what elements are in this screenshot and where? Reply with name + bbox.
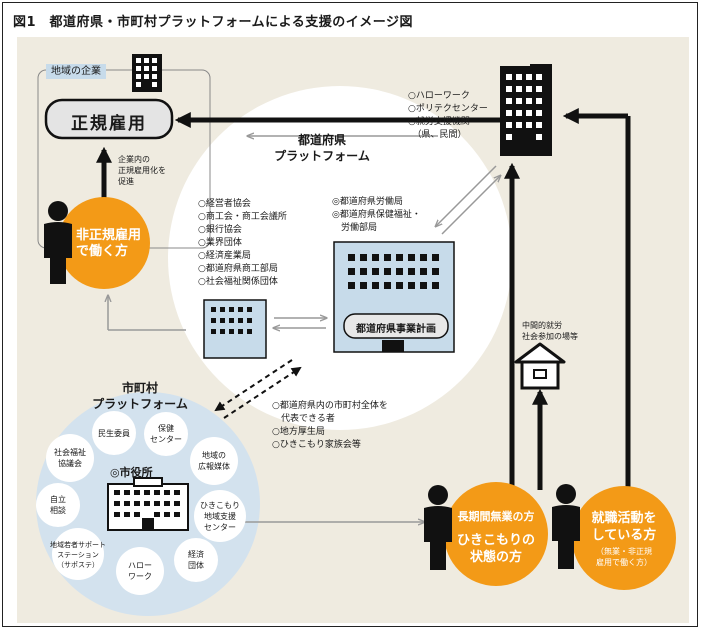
member-circle-saposute [52, 528, 104, 580]
member-label-minsei: 民生委員 [98, 429, 130, 438]
member-circle-jiritsu [36, 483, 80, 527]
jobseeker-note: （無業・非正規 雇用で働く方） [596, 547, 652, 567]
member-circle-hoken [144, 412, 188, 456]
prefecture-lead-list: ◎都道府県労働局 ◎都道府県保健福祉・ 労働部局 [332, 197, 421, 233]
member-label-koho: 地域の広報媒体 [198, 451, 230, 471]
prefecture-member-list: ○経営者協会 ○商工会・商工会議所 ○銀行協会 ○業界団体 ○経済産業局 ○都道… [198, 199, 287, 287]
industry-building-icon [203, 299, 267, 359]
prefecture-platform-title: 都道府県 プラットフォーム [274, 133, 370, 163]
municipality-platform-title: 市町村 プラットフォーム [92, 381, 188, 411]
municipal-representatives: ○都道府県内の市町村全体を 代表できる者 ○地方厚生局 ○ひきこもり家族会等 [272, 401, 388, 450]
prefecture-plan-label: 都道府県事業計画 [356, 324, 436, 335]
member-label-keizai: 経済団体 [188, 550, 204, 570]
nonregular-worker-circle [58, 197, 150, 289]
gray-arrow-plan-to-agencies-a [441, 176, 500, 235]
member-label-hoken: 保健センター [150, 424, 182, 444]
jobseeker-label: 就職活動を している方 [591, 511, 657, 543]
longterm-label: 長期間無業の方 [457, 510, 535, 523]
gray-arrow-agencies-to-plan [436, 165, 497, 226]
job-agency-list: ○ハローワーク ○ポリテクセンター ○就労支援機関 （県、民間） [408, 91, 488, 140]
dashed-arrow-to-prefecture [223, 366, 302, 419]
company-building-icon [132, 54, 162, 92]
agency-building-icon [500, 64, 552, 156]
person-icon-jobseeker [552, 484, 580, 569]
house-icon [514, 342, 566, 390]
city-hall-building-icon [107, 477, 189, 531]
member-circle-hellowork [116, 547, 164, 595]
member-circle-shakai [46, 434, 94, 482]
person-icon-nonregular [44, 201, 72, 284]
city-hall-label: ◎市役所 [110, 466, 153, 479]
regular-employment-label: 正規雇用 [71, 114, 147, 134]
promotion-note: 企業内の 正規雇用化を 促進 [118, 155, 166, 186]
member-label-jiritsu: 自立相談 [50, 495, 66, 515]
longterm-circle [444, 482, 548, 586]
company-label: 地域の企業 [46, 64, 106, 79]
member-circle-hikikomori [194, 490, 246, 542]
member-circle-koho [190, 437, 238, 485]
jobseeker-circle [572, 486, 676, 590]
member-circle-minsei [92, 411, 136, 455]
member-label-hikikomori-center: ひきこもり地域支援センター [200, 501, 240, 532]
dashed-arrow-to-municipality [214, 359, 293, 412]
regular-employment-box [44, 98, 174, 140]
hikikomori-label: ひきこもりの 状態の方 [456, 533, 535, 565]
member-label-saposute: 地域若者サポートステーション（サポステ） [50, 541, 106, 569]
member-label-shakai: 社会福祉協議会 [54, 448, 86, 468]
intermediate-label: 中間的就労 社会参加の場等 [522, 321, 578, 341]
nonregular-worker-label: 非正規雇用 で働く方 [76, 228, 142, 259]
person-icon-longterm [424, 485, 452, 570]
member-circle-keizai [174, 538, 218, 582]
prefecture-plan-label-box [343, 313, 449, 339]
figure-title: 図1 都道府県・市町村プラットフォームによる支援のイメージ図 [13, 15, 414, 30]
member-label-hellowork: ハローワーク [128, 561, 152, 581]
